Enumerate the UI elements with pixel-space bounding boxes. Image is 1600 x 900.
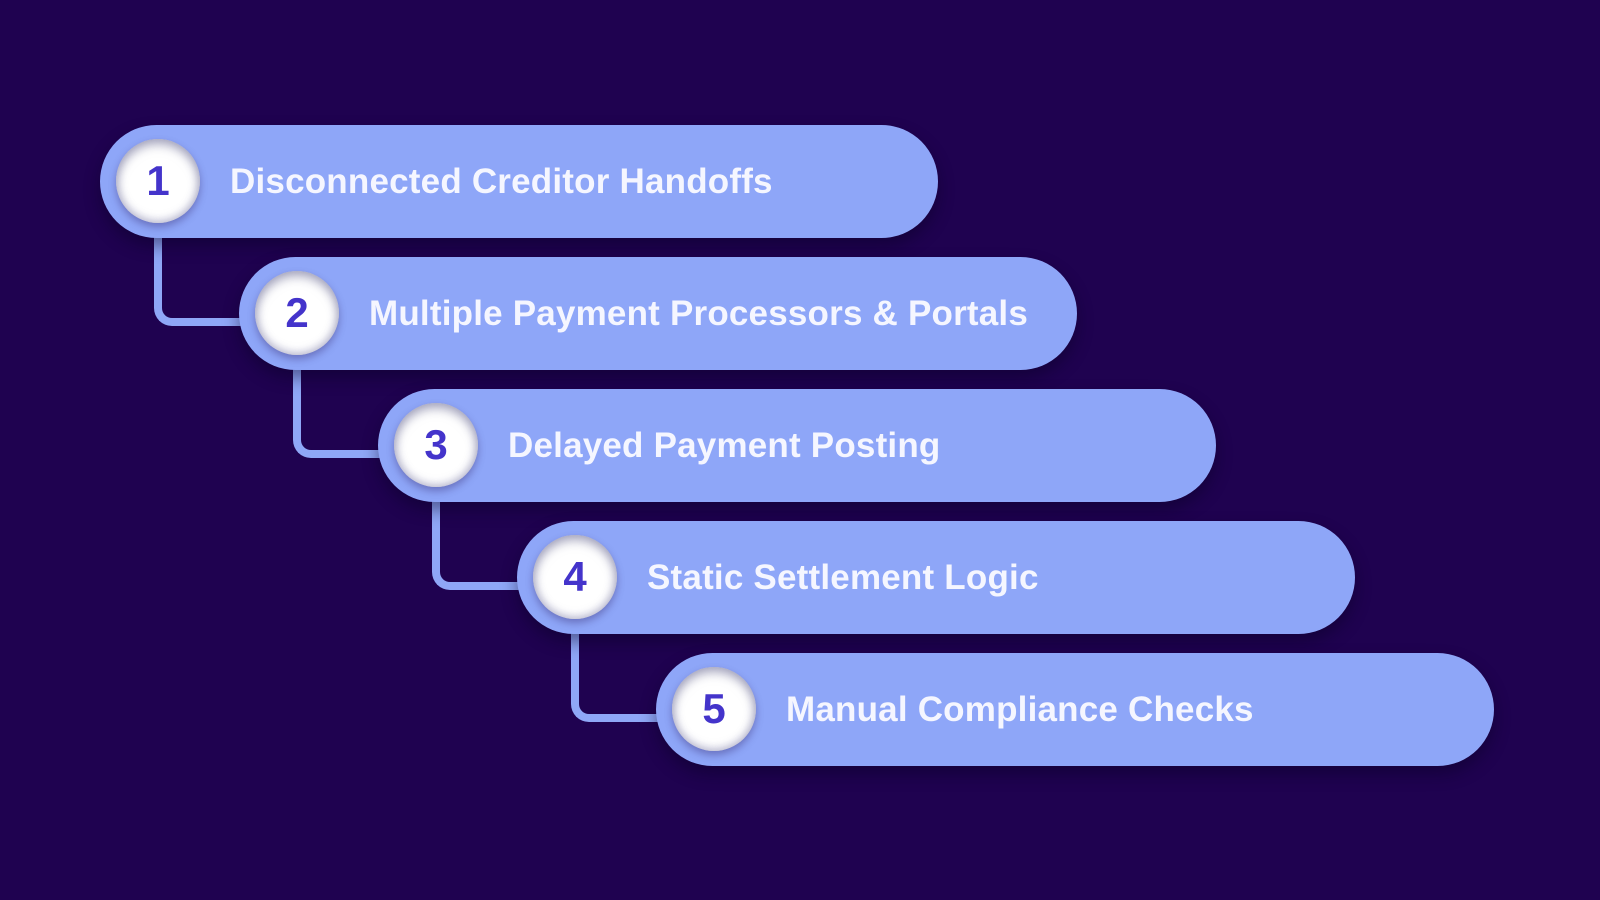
connector-line-1-2 — [154, 220, 267, 326]
step-item-1: 1 Disconnected Creditor Handoffs — [100, 125, 938, 238]
connector-line-4-5 — [571, 616, 684, 722]
step-label-1: Disconnected Creditor Handoffs — [230, 161, 773, 201]
step-label-2: Multiple Payment Processors & Portals — [369, 293, 1029, 333]
step-number-3: 3 — [424, 421, 448, 468]
step-number-badge-1: 1 — [116, 139, 200, 223]
step-number-badge-2: 2 — [255, 271, 339, 355]
step-label-4: Static Settlement Logic — [647, 557, 1039, 597]
step-label-3: Delayed Payment Posting — [508, 425, 941, 465]
step-number-5: 5 — [702, 685, 726, 732]
step-number-badge-4: 4 — [533, 535, 617, 619]
connector-line-3-4 — [432, 484, 545, 590]
step-label-5: Manual Compliance Checks — [786, 689, 1254, 729]
step-item-3: 3 Delayed Payment Posting — [378, 389, 1216, 502]
step-number-1: 1 — [146, 157, 170, 204]
step-number-2: 2 — [285, 289, 309, 336]
step-number-badge-3: 3 — [394, 403, 478, 487]
step-number-4: 4 — [563, 553, 587, 600]
step-item-2: 2 Multiple Payment Processors & Portals — [239, 257, 1077, 370]
step-number-badge-5: 5 — [672, 667, 756, 751]
step-item-5: 5 Manual Compliance Checks — [656, 653, 1494, 766]
step-item-4: 4 Static Settlement Logic — [517, 521, 1355, 634]
connector-line-2-3 — [293, 352, 406, 458]
